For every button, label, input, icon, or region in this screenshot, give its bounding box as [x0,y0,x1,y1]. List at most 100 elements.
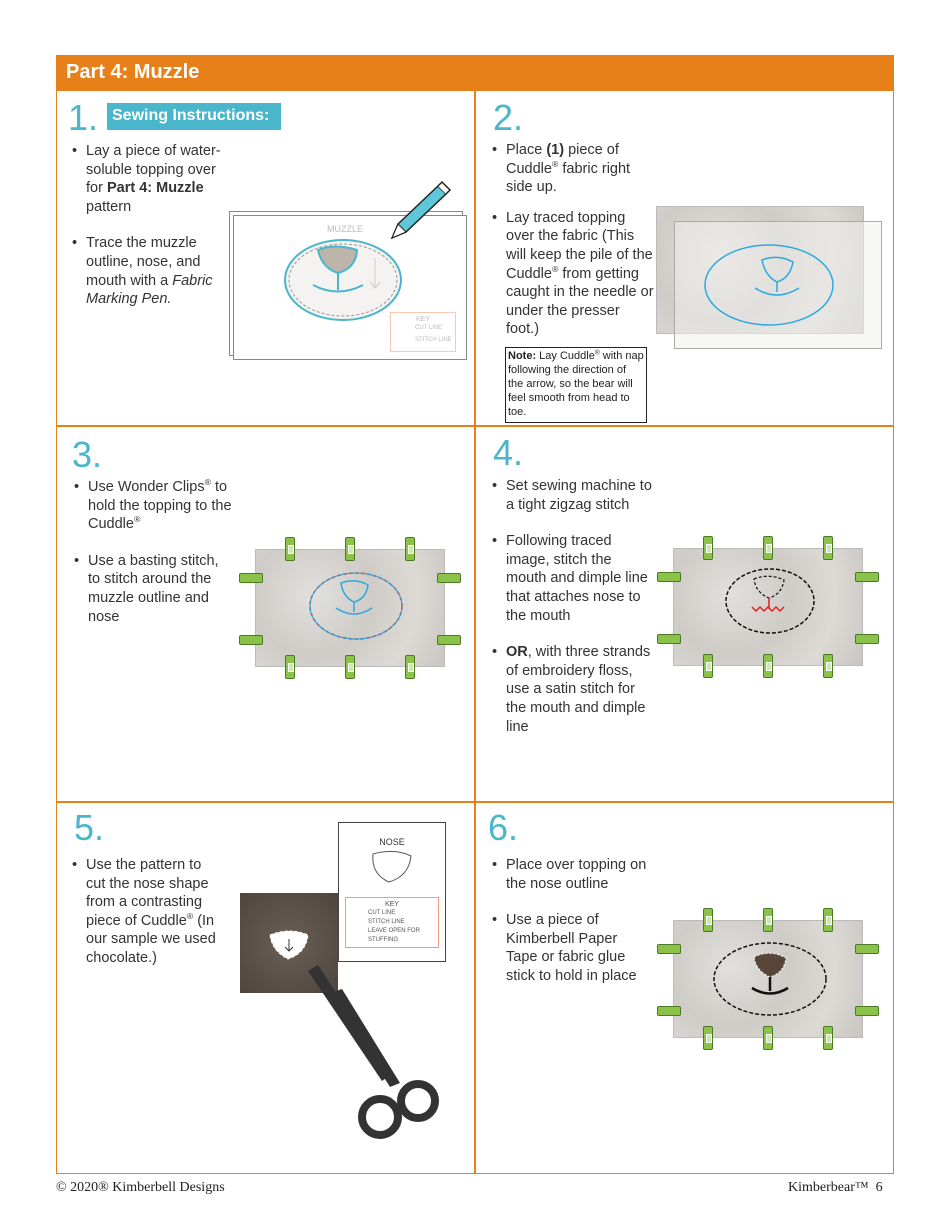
text-segment: Use a piece of Kimberbell Paper Tape or … [506,912,637,984]
wonder-clip-icon [763,654,773,678]
bullet-item: Set sewing machine to a tight zigzag sti… [492,477,652,514]
step-number: 2. [493,97,524,138]
wonder-clip-icon [657,1006,681,1016]
wonder-clip-icon [823,654,833,678]
bullet-item: Use a piece of Kimberbell Paper Tape or … [492,911,652,985]
wonder-clip-icon [657,944,681,954]
pattern-title: NOSE [379,837,405,847]
copyright: © 2020® Kimberbell Designs [56,1180,225,1195]
text-segment: fabric right side up. [506,160,631,196]
wonder-clip-icon [855,572,879,582]
wonder-clip-icon [703,908,713,932]
muzzle-outline-drawing [284,239,402,321]
key-title: KEY [415,316,430,323]
wonder-clip-icon [239,573,263,583]
text-segment: (1) [546,142,565,158]
brand: Kimberbear™ [788,1180,869,1195]
step-5-bullets: Use the pattern to cut the nose shape fr… [72,856,222,986]
section-title: Part 4: Muzzle [66,61,200,83]
text-segment: Set sewing machine to a tight zigzag sti… [506,478,652,513]
step-number: 6. [488,807,519,848]
wonder-clip-icon [763,1026,773,1050]
text-segment: Use the pattern to cut the nose shape fr… [86,857,209,929]
wonder-clip-icon [703,536,713,560]
key-stitch-line: STITCH LINE [415,337,452,343]
text-segment: Fabric Marking Pen. [86,272,213,308]
text-segment: Lay traced topping over the fabric (This… [506,209,653,282]
bullet-item: Place over topping on the nose outline [492,856,652,893]
wonder-clip-icon [855,634,879,644]
sewing-instructions-badge: Sewing Instructions: [107,103,281,130]
wonder-clip-icon [855,944,879,954]
text-segment: ® [204,477,211,488]
text-segment: ® [186,910,194,921]
wonder-clip-icon [823,536,833,560]
key-title: KEY [384,901,399,908]
bullet-item: Lay traced topping over the fabric (This… [492,209,654,339]
wonder-clip-icon [437,635,461,645]
text-segment: Use Wonder Clips [88,479,205,495]
bullet-item: Place (1) piece of Cuddle® fabric right … [492,141,654,197]
divider [56,425,894,427]
wonder-clip-icon [239,635,263,645]
text-segment: Trace the muzzle outline, nose, and mout… [86,235,201,289]
step-number: 4. [493,432,524,473]
nose-placed-fabric-image [673,920,863,1038]
muzzle-pattern: MUZZLE KEY CUT LINE STITCH LINE [229,211,467,360]
wonder-clip-icon [703,1026,713,1050]
wonder-clip-icon [345,537,355,561]
key-cut-line: CUT LINE [415,325,443,331]
wonder-clip-icon [823,1026,833,1050]
bullet-item: OR, with three strands of embroidery flo… [492,643,652,736]
bullet-item: Use the pattern to cut the nose shape fr… [72,856,222,968]
step-4-bullets: Set sewing machine to a tight zigzag sti… [492,477,652,754]
text-segment: ® [551,158,559,169]
text-segment: (In our sample we used chocolate.) [86,912,216,966]
divider [56,801,894,803]
nap-note: Note: Lay Cuddle® with nap following the… [505,347,647,423]
text-segment: ® [594,349,600,357]
page-number: 6 [875,1180,883,1195]
text-segment: Lay a piece of water-soluble topping ove… [86,143,221,197]
text-segment: Note: [508,350,537,362]
text-segment: to hold the topping to the Cuddle [88,479,232,533]
wonder-clip-icon [405,655,415,679]
text-segment: Part 4: Muzzle [106,180,204,197]
text-segment: OR [506,644,528,661]
step-6-bullets: Place over topping on the nose outlineUs… [492,856,652,1004]
text-segment: with nap following the direction of the … [508,350,644,418]
step-number: 1. [68,97,99,138]
text-segment: pattern [86,198,132,215]
wonder-clip-icon [405,537,415,561]
clipped-fabric-image [255,549,445,667]
step-1-bullets: Lay a piece of water-soluble topping ove… [72,142,222,327]
section-header: Part 4: Muzzle [56,55,894,91]
marking-pen-icon [390,180,452,240]
text-segment: Place over topping on the nose outline [506,857,647,892]
topping-sheet [674,221,882,349]
stitched-fabric-image [673,548,863,666]
text-segment: ® [133,514,141,525]
step-3-bullets: Use Wonder Clips® to hold the topping to… [74,478,234,644]
text-segment: piece of Cuddle [506,142,619,177]
step-2-bullets: Place (1) piece of Cuddle® fabric right … [492,141,654,351]
bullet-item: Lay a piece of water-soluble topping ove… [72,142,222,216]
wonder-clip-icon [763,908,773,932]
text-segment: Use a basting stitch, to stitch around t… [88,552,219,625]
step-number: 3. [72,434,103,475]
wonder-clip-icon [823,908,833,932]
pattern-key: KEY CUT LINE STITCH LINE LEAVE OPEN FOR … [345,897,439,948]
bullet-item: Use Wonder Clips® to hold the topping to… [74,478,234,534]
bullet-item: Trace the muzzle outline, nose, and mout… [72,234,222,308]
wonder-clip-icon [285,537,295,561]
wonder-clip-icon [855,1006,879,1016]
step-number: 5. [74,807,105,848]
divider [474,90,476,1174]
footer-brand: Kimberbear™ 6 [788,1180,883,1196]
wonder-clip-icon [345,655,355,679]
text-segment: Following traced image, stitch the mouth… [506,533,648,624]
wonder-clip-icon [285,655,295,679]
bullet-item: Following traced image, stitch the mouth… [492,532,652,625]
text-segment: from getting caught in the needle or und… [506,265,654,338]
nose-pattern: NOSE KEY CUT LINE STITCH LINE LEAVE OPEN… [338,822,446,962]
